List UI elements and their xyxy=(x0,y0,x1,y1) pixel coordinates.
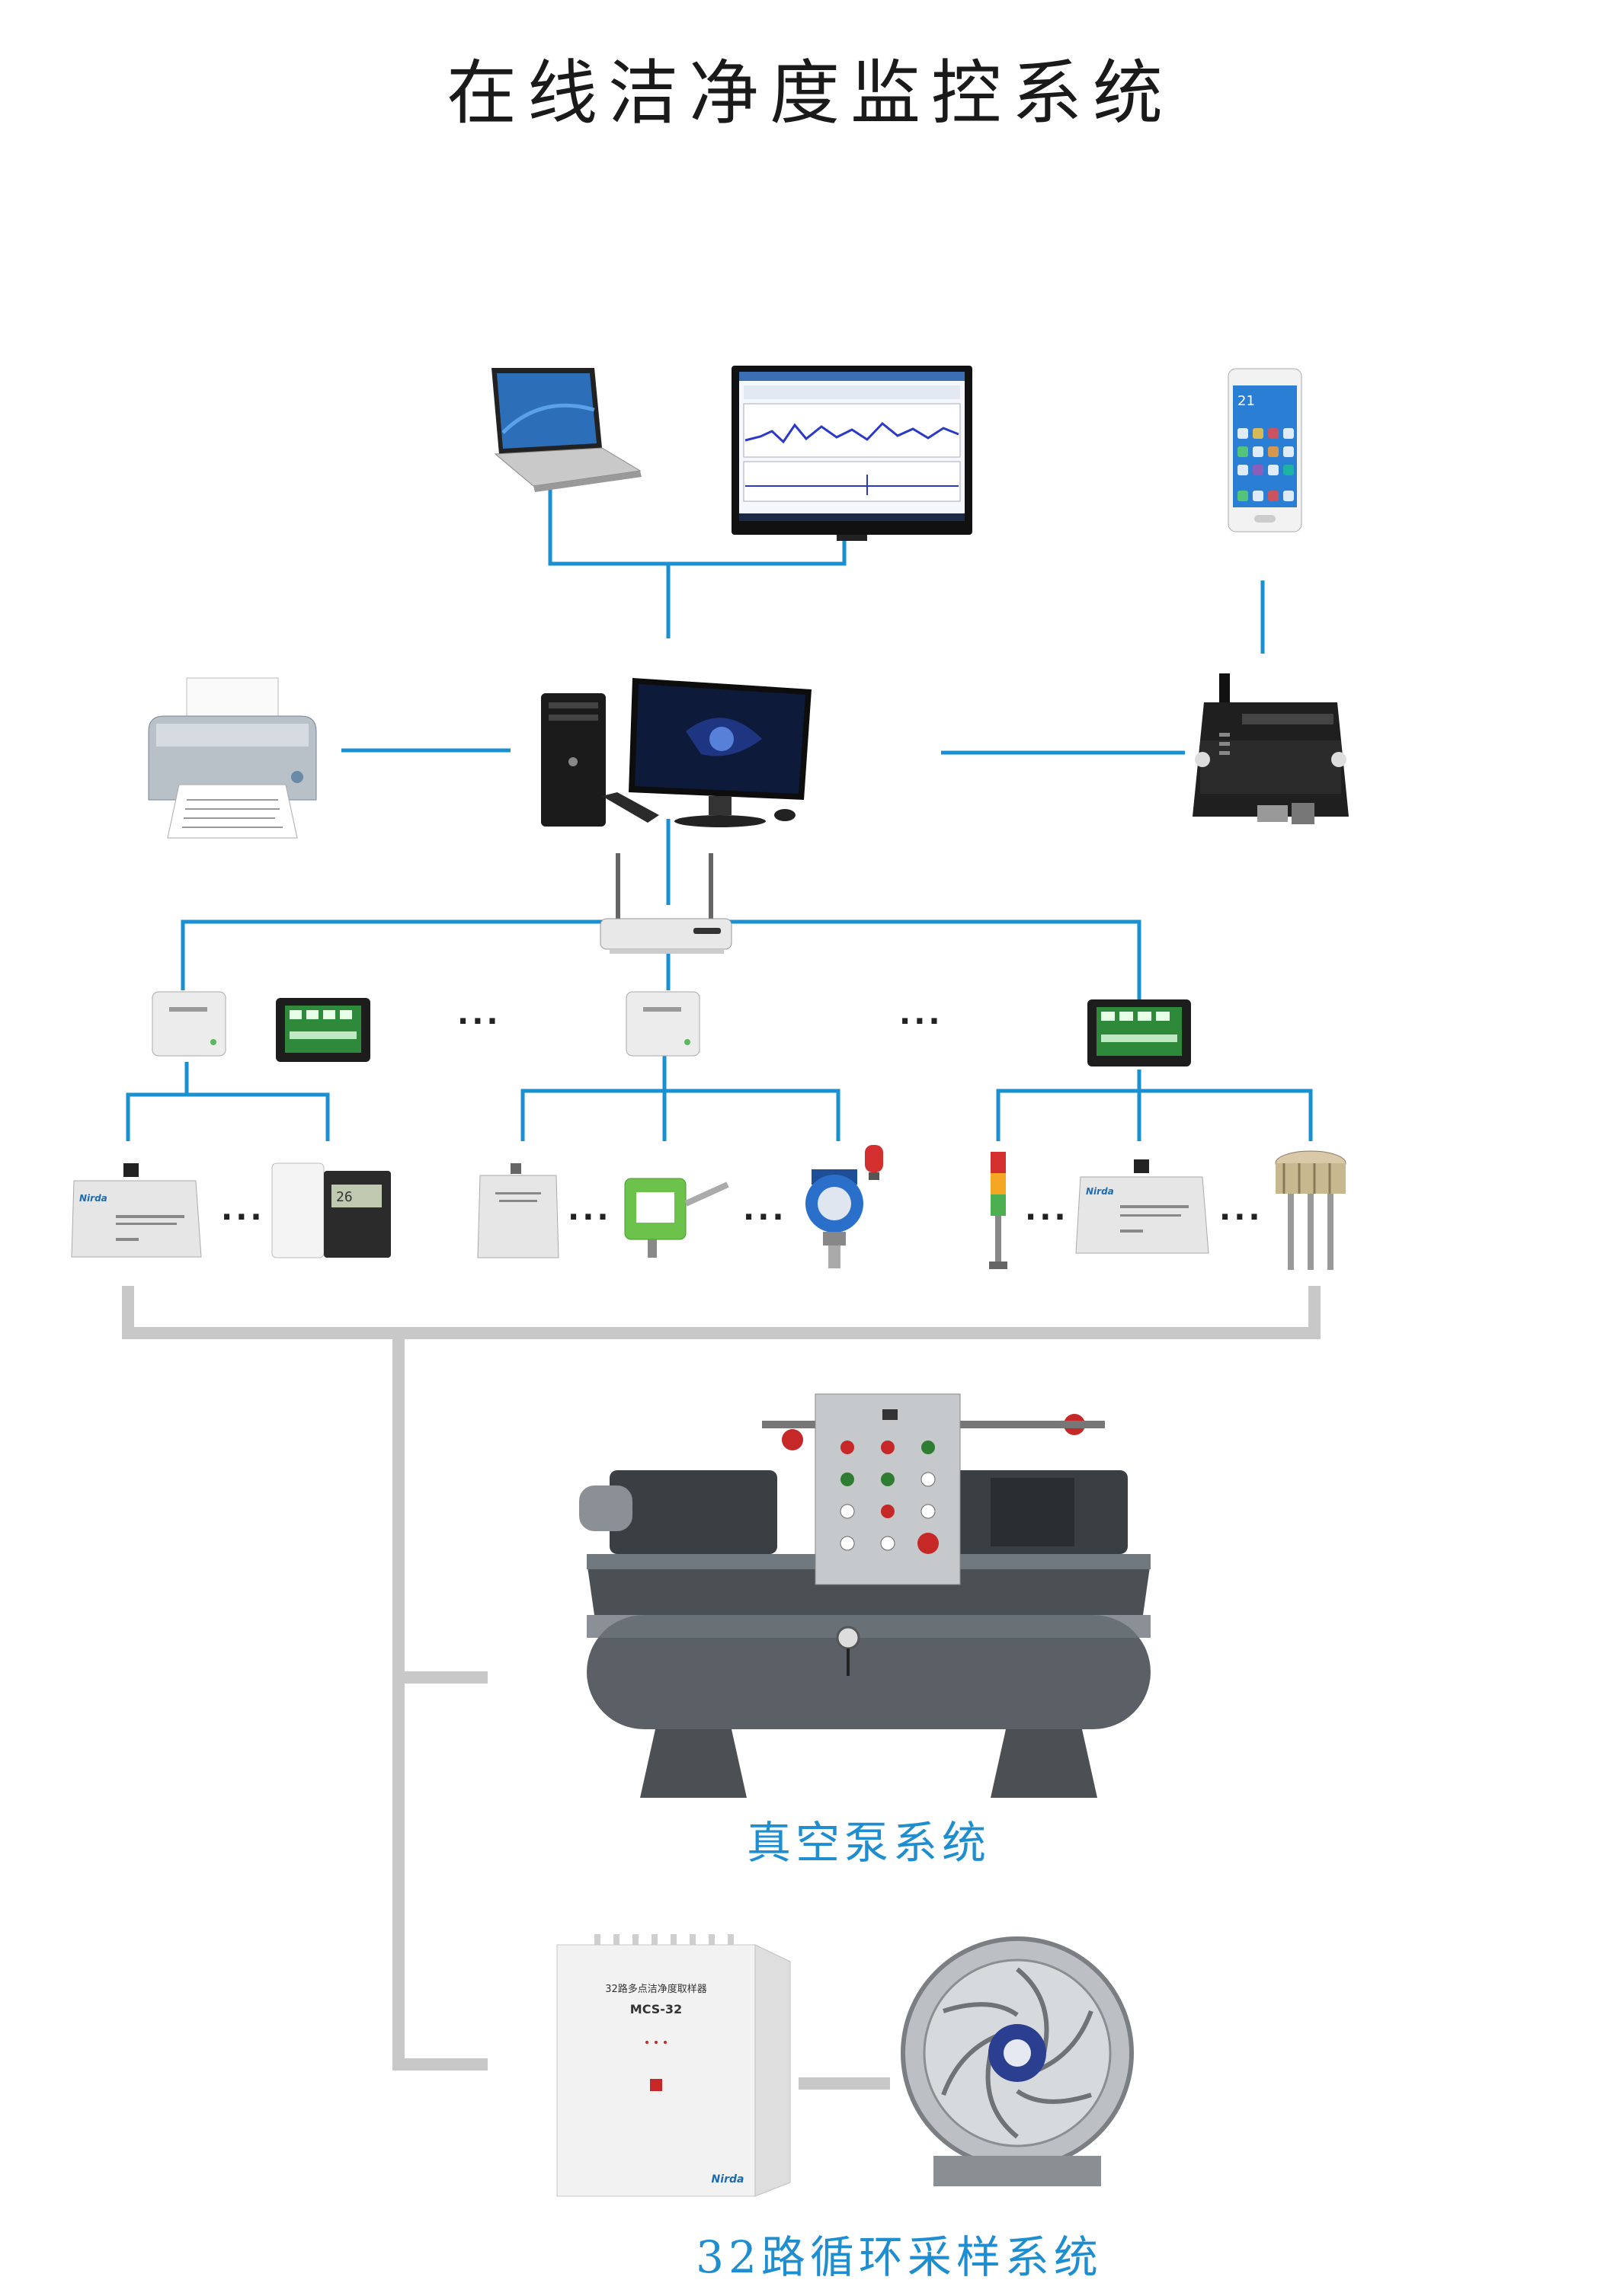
ellipsis-s1: ··· xyxy=(221,1200,265,1235)
dtu-gateway-icon xyxy=(1193,673,1349,824)
temp-humidity-sensor-icon: 26 xyxy=(271,1162,391,1258)
sampler-mcs32-icon: 32路多点洁净度取样器 MCS-32 Nirda xyxy=(556,1934,791,2197)
ellipsis-left: ··· xyxy=(457,1004,501,1039)
signal-tower-light-icon xyxy=(989,1152,1007,1269)
pipe-lines xyxy=(122,1286,1321,2090)
sampler-brand-logo: Nirda xyxy=(712,2173,744,2186)
ellipsis-s3: ··· xyxy=(743,1200,787,1235)
brand-logo-text: Nirda xyxy=(79,1193,107,1204)
smartphone-icon: 21 xyxy=(1228,368,1302,532)
page-title: 在线洁净度监控系统 xyxy=(446,53,1173,134)
host-computer-icon xyxy=(541,678,812,827)
client-bus-line xyxy=(548,488,847,566)
left-branch-line xyxy=(126,1092,330,1141)
differential-pressure-sensor-icon xyxy=(624,1178,729,1258)
ellipsis-s4: ··· xyxy=(1025,1200,1069,1235)
wireless-router-icon xyxy=(600,853,732,954)
pipe-manifold xyxy=(122,1286,1321,1339)
ellipsis-right: ··· xyxy=(899,1004,943,1039)
sampling-system-caption: 32路循环采样系统 xyxy=(696,2231,1103,2283)
gas-detector-with-alarm-icon xyxy=(805,1145,883,1268)
ellipsis-s5: ··· xyxy=(1219,1200,1263,1235)
mid-branch-line xyxy=(520,1089,840,1141)
particle-counter-sensor-2-icon xyxy=(477,1163,559,1258)
printer-icon xyxy=(148,677,317,839)
data-collector-left-icon xyxy=(152,991,226,1057)
sampler-title-label: 32路多点洁净度取样器 xyxy=(605,1983,707,1995)
particle-counter-sensor-3-icon: Nirda xyxy=(1075,1159,1209,1254)
right-branch-line xyxy=(996,1089,1313,1141)
ring-blower-icon xyxy=(901,1936,1134,2186)
laptop-icon xyxy=(491,368,642,492)
pipe-trunk xyxy=(392,1333,488,2071)
data-collector-middle-icon xyxy=(626,991,700,1057)
isokinetic-sampling-probe-icon xyxy=(1275,1150,1346,1270)
svg-text:21: 21 xyxy=(1237,393,1255,409)
vacuum-pump-system-caption: 真空泵系统 xyxy=(746,1817,991,1869)
sampler-model-label: MCS-32 xyxy=(630,2002,682,2016)
network-lines xyxy=(126,488,1313,1141)
particle-counter-sensor-1-icon: Nirda xyxy=(71,1163,202,1258)
touch-panel-left-icon xyxy=(276,998,370,1062)
brand-logo-text-2: Nirda xyxy=(1086,1186,1114,1197)
svg-text:26: 26 xyxy=(336,1189,353,1205)
touch-panel-right-icon xyxy=(1087,999,1191,1066)
ellipsis-s2: ··· xyxy=(568,1200,612,1235)
monitoring-software-monitor-icon xyxy=(732,366,972,541)
vacuum-pump-system-icon xyxy=(579,1393,1151,1798)
